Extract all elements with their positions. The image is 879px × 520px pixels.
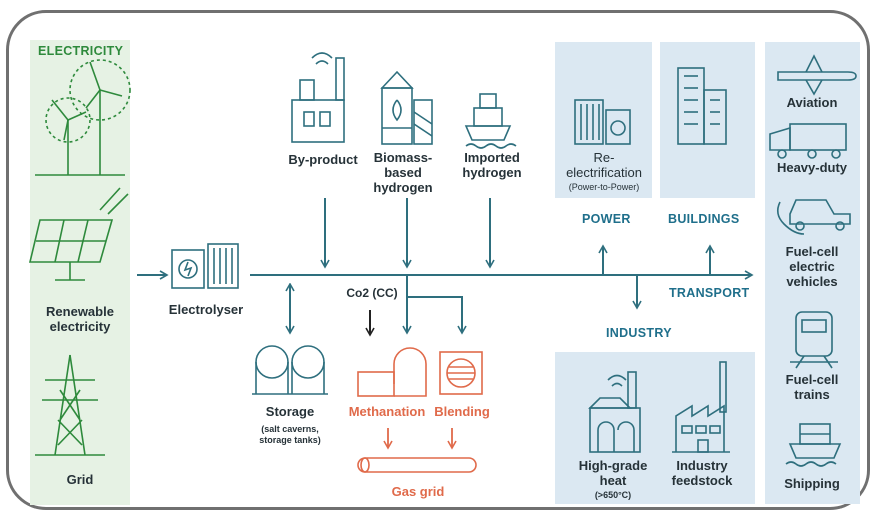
gas-grid-arrows: [383, 428, 457, 450]
buildings-icon: [677, 67, 727, 145]
transport-heading: TRANSPORT: [669, 286, 750, 300]
cargo-ship-icon: [785, 423, 842, 467]
re-electrification-icon: [574, 99, 631, 145]
wind-turbine-icon: [35, 59, 131, 176]
shipping-label: Shipping: [784, 476, 840, 491]
airplane-icon: [777, 54, 857, 96]
storage-tank-icon: [252, 345, 328, 395]
heat-factory-icon: [588, 371, 641, 453]
truck-icon: [769, 123, 847, 159]
electricity-heading: ELECTRICITY: [38, 44, 124, 58]
fuel-cell-vehicles-label: Fuel-cell electric vehicles: [785, 244, 839, 289]
power-to-power-note: (Power-to-Power): [568, 182, 640, 192]
buildings-panel: [660, 42, 755, 198]
feedstock-factory-icon: [672, 361, 730, 453]
car-icon: [776, 199, 851, 235]
biomass-plant-icon: [380, 70, 433, 145]
grid-label: Grid: [66, 472, 94, 487]
transport-panel: [765, 42, 860, 504]
methanation-label: Methanation: [348, 404, 426, 419]
gas-grid-label: Gas grid: [391, 484, 445, 499]
solar-panel-icon: [28, 187, 129, 281]
ship-icon: [464, 93, 517, 149]
re-electrification-label: Re-electrification: [566, 150, 642, 180]
power-heading: POWER: [582, 212, 631, 226]
gas-branch-arrows: [402, 275, 467, 335]
heavy-duty-label: Heavy-duty: [776, 160, 848, 175]
storage-note: (salt caverns, storage tanks): [259, 424, 321, 445]
high-grade-heat-label: High-grade heat: [578, 458, 648, 488]
blending-icon: [439, 351, 483, 395]
biomass-label: Biomass-based hydrogen: [373, 150, 433, 195]
co2-label: Co2 (CC): [346, 286, 398, 300]
up-arrows: [598, 244, 715, 310]
electrolyser-icon: [171, 243, 239, 289]
storage-label: Storage: [265, 404, 315, 419]
electricity-panel: [30, 40, 130, 505]
diagram-frame: [6, 10, 870, 510]
gas-pipe-icon: [357, 457, 477, 473]
factory-icon: [291, 52, 345, 143]
methanation-icon: [357, 347, 427, 397]
buildings-heading: BUILDINGS: [668, 212, 740, 226]
fuel-cell-trains-label: Fuel-cell trains: [785, 372, 839, 402]
blending-label: Blending: [434, 404, 490, 419]
industry-panel: [555, 352, 755, 504]
imported-label: Imported hydrogen: [462, 150, 522, 180]
industry-heading: INDUSTRY: [606, 326, 672, 340]
industry-feedstock-label: Industry feedstock: [671, 458, 733, 488]
pylon-icon: [35, 354, 105, 456]
heat-note: (>650°C): [594, 490, 632, 500]
renewable-electricity-label: Renewable electricity: [46, 304, 114, 334]
byproduct-label: By-product: [288, 152, 358, 167]
electrolyser-label: Electrolyser: [168, 302, 244, 317]
train-icon: [790, 311, 838, 369]
aviation-label: Aviation: [786, 95, 838, 110]
source-arrows: [320, 198, 495, 269]
